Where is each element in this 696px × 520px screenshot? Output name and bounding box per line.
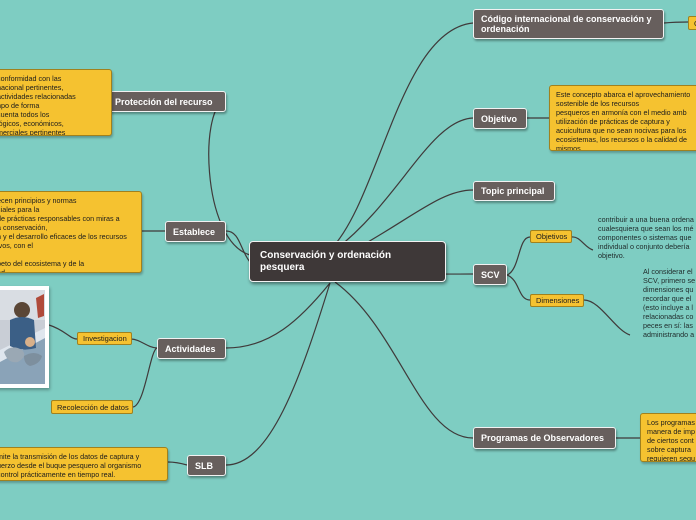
topic-proteccion-label: Protección del recurso [115, 96, 213, 107]
scv-dimensiones-node[interactable]: Dimensiones [530, 294, 584, 307]
actividades-recoleccion-node[interactable]: Recolección de datos [51, 400, 133, 414]
topic-scv-label: SCV [481, 269, 500, 280]
topic-scv[interactable]: SCV [473, 264, 507, 285]
topic-establece[interactable]: Establece [165, 221, 226, 242]
topic-codigo-internacional[interactable]: Código internacional de conservación y o… [473, 9, 664, 39]
central-topic[interactable]: Conservación y ordenación pesquera [249, 241, 446, 282]
slb-note: mite la transmisión de los datos de capt… [0, 447, 168, 481]
fishermen-photo-icon [0, 290, 45, 384]
topic-codigo-label: Código internacional de conservación y o… [481, 14, 652, 34]
recoleccion-label: Recolección de datos [57, 402, 129, 412]
scv-dimensiones-label: Dimensiones [536, 296, 580, 305]
topic-objetivo-label: Objetivo [481, 113, 518, 124]
codigo-child-label: C [694, 19, 696, 28]
topic-objetivo[interactable]: Objetivo [473, 108, 527, 129]
investigacion-label: Investigacion [83, 334, 127, 343]
topic-programas-label: Programas de Observadores [481, 433, 605, 443]
actividades-investigacion-node[interactable]: Investigacion [77, 332, 132, 345]
scv-objetivos-label: Objetivos [536, 232, 568, 241]
topic-principal[interactable]: Topic principal [473, 181, 555, 201]
central-topic-label: Conservación y ordenación pesquera [260, 249, 392, 273]
fishermen-photo [0, 286, 49, 388]
topic-actividades[interactable]: Actividades [157, 338, 226, 359]
topic-principal-label: Topic principal [481, 186, 545, 196]
topic-establece-label: Establece [173, 226, 216, 237]
topic-actividades-label: Actividades [165, 343, 216, 354]
objetivo-note: Este concepto abarca el aprovechamiento … [549, 85, 696, 151]
scv-dimensiones-text: Al considerar el SCV, primero se dimensi… [643, 267, 696, 337]
topic-proteccion-recurso[interactable]: Protección del recurso [107, 91, 226, 112]
proteccion-note: conformidad con las nacional pertinentes… [0, 69, 112, 136]
topic-slb-label: SLB [195, 460, 213, 471]
codigo-child-node[interactable]: C [688, 16, 696, 30]
programas-note: Los programas manera de imp de ciertos c… [640, 413, 696, 462]
topic-slb[interactable]: SLB [187, 455, 226, 476]
scv-objetivos-node[interactable]: Objetivos [530, 230, 572, 243]
scv-objetivos-text: contribuir a una buena ordena cualesquie… [598, 215, 694, 260]
topic-programas-observadores[interactable]: Programas de Observadores [473, 427, 616, 449]
